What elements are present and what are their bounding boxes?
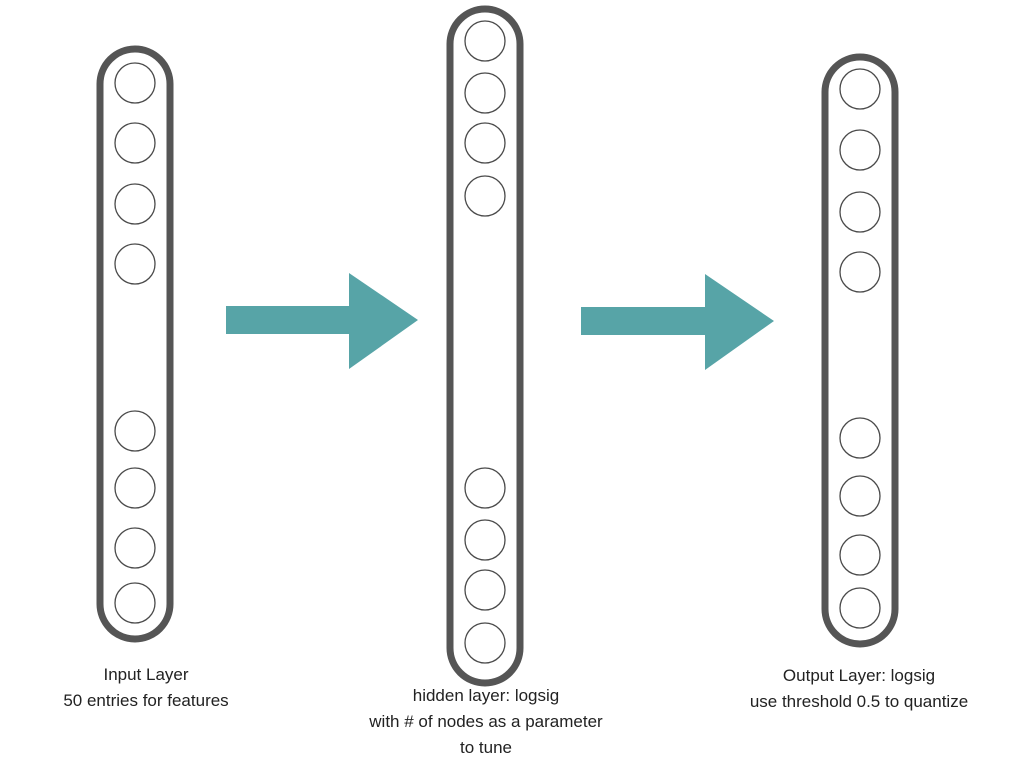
hidden-node [464,569,506,611]
input-layer-container [96,45,174,643]
input-node [114,410,156,452]
output-node [839,129,881,171]
hidden-node [464,122,506,164]
hidden-node [464,467,506,509]
arrow-input-to-hidden [226,273,418,369]
output-node [839,534,881,576]
hidden-node [464,519,506,561]
input-node [114,243,156,285]
arrow-hidden-to-output [581,274,774,370]
hidden-node [464,622,506,664]
output-layer-caption: Output Layer: logsig use threshold 0.5 t… [719,663,999,715]
hidden-node [464,175,506,217]
hidden-layer-caption-line: hidden layer: logsig [412,686,560,705]
hidden-layer-caption-line: to tune [460,738,512,757]
output-node [839,587,881,629]
hidden-layer-caption-line: with # of nodes as a parameter [369,712,603,731]
hidden-layer [446,5,524,687]
input-node [114,62,156,104]
hidden-node [464,20,506,62]
input-node [114,582,156,624]
output-layer-container [821,53,899,648]
input-node [114,183,156,225]
output-node [839,191,881,233]
output-node [839,251,881,293]
input-node [114,122,156,164]
input-node [114,467,156,509]
input-layer-caption-line: Input Layer [103,665,189,684]
output-layer-caption-line: use threshold 0.5 to quantize [749,692,969,711]
output-layer-caption-line: Output Layer: logsig [782,666,936,685]
input-node [114,527,156,569]
output-node [839,417,881,459]
hidden-layer-container [446,5,524,687]
input-layer [96,45,174,643]
hidden-node [464,72,506,114]
output-node [839,475,881,517]
hidden-layer-caption: hidden layer: logsig with # of nodes as … [336,683,636,761]
input-layer-caption: Input Layer 50 entries for features [26,662,266,714]
output-node [839,68,881,110]
input-layer-caption-line: 50 entries for features [63,691,229,710]
output-layer [821,53,899,648]
